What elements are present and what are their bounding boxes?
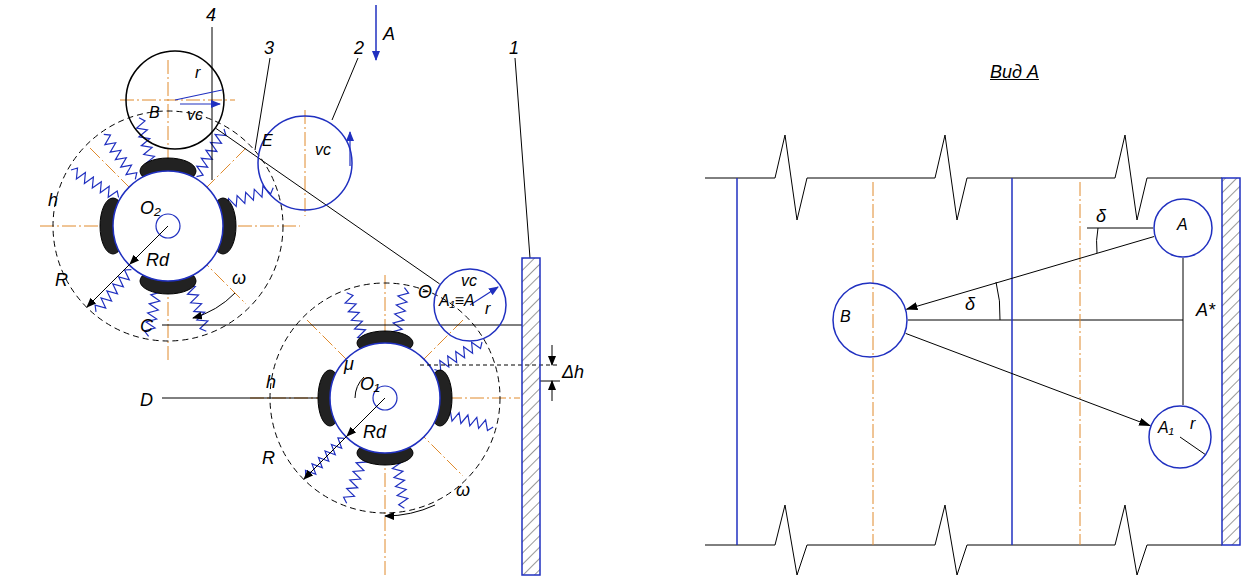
- ball-label: A: [1177, 216, 1188, 234]
- ball-circle: A: [1153, 198, 1213, 258]
- part-label: δ: [1096, 206, 1106, 226]
- ball-circle: Br vc: [125, 50, 225, 150]
- ball-label: r: [195, 64, 200, 82]
- part-label: R: [262, 448, 275, 468]
- part-label: D: [140, 390, 153, 410]
- spring: [71, 168, 119, 198]
- part-label: Rd: [146, 250, 169, 270]
- ball-label: r: [485, 300, 490, 318]
- ball-label: r: [1190, 415, 1195, 433]
- part-label: A*: [1196, 300, 1215, 320]
- part-label: 2: [354, 38, 364, 58]
- part-label: Вид А: [990, 62, 1039, 82]
- ball-label: vc: [315, 141, 331, 159]
- trajectory-line: [906, 333, 1151, 425]
- part-label: R: [55, 270, 68, 290]
- part-label: O₁: [360, 374, 380, 394]
- part-label: h: [266, 372, 276, 392]
- ball-outline: [257, 115, 353, 211]
- part-label: ω: [456, 480, 470, 500]
- ball-label: vc: [187, 106, 203, 124]
- ball-circle: Evc: [257, 115, 353, 211]
- part-label: 3: [264, 38, 274, 58]
- trajectory-line: [907, 237, 1155, 310]
- part-label: 4: [206, 5, 216, 25]
- ball-label: vc: [461, 272, 477, 290]
- part-label: C: [140, 316, 153, 336]
- part-label: Δh: [562, 362, 584, 382]
- part-label: ω: [232, 268, 246, 288]
- ball-circle: A₁ r: [1148, 405, 1212, 469]
- spring: [197, 129, 227, 177]
- spring: [434, 342, 482, 372]
- spring: [95, 270, 131, 312]
- ball-label: B: [840, 308, 851, 326]
- ball-label: A₁: [1158, 419, 1174, 437]
- ball-outline: [1148, 405, 1212, 469]
- ball-label: A₁≡A: [439, 292, 475, 310]
- part-label: 1: [509, 38, 519, 58]
- part-label: Θ: [418, 282, 432, 302]
- part-label: μ: [344, 354, 354, 374]
- trajectory-line: [216, 129, 440, 284]
- part-label: O₂: [140, 198, 161, 218]
- ball-circle: A₁≡A rvc: [433, 268, 507, 342]
- ball-label: B: [149, 104, 160, 122]
- ball-circle: B: [832, 282, 908, 358]
- part-label: Rd: [363, 422, 386, 442]
- ball-outline: [125, 50, 225, 150]
- ball-label: E: [262, 132, 273, 150]
- part-label: A: [383, 24, 395, 44]
- part-label: h: [48, 190, 58, 210]
- part-label: δ: [965, 294, 975, 314]
- spring: [104, 134, 137, 179]
